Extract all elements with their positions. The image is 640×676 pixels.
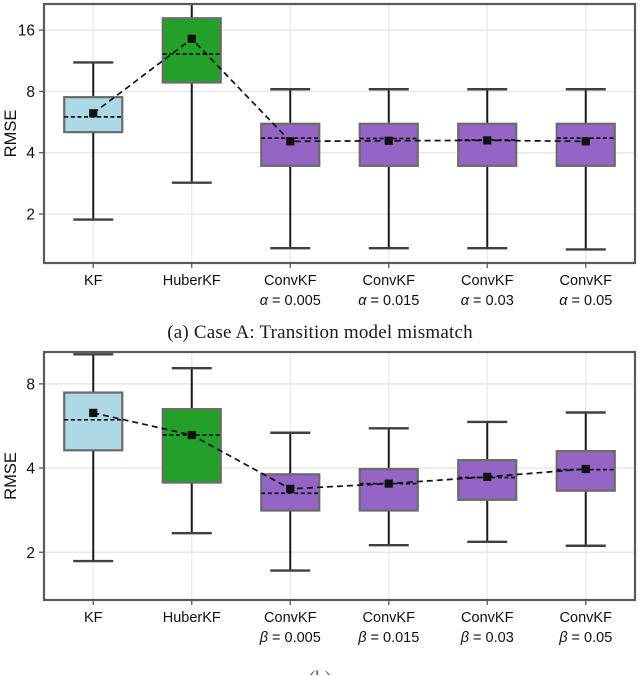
boxplot-box — [457, 420, 518, 543]
mean-marker — [286, 484, 295, 493]
mean-marker — [384, 479, 393, 488]
x-tick-param-label: α = 0.03 — [461, 293, 514, 309]
x-tick-param-label: α = 0.05 — [559, 293, 612, 309]
plot-frame — [42, 350, 637, 602]
x-tick-label: ConvKF — [461, 610, 514, 626]
x-tick-label: ConvKF — [560, 610, 613, 626]
mean-marker — [187, 430, 196, 440]
x-tick-label: ConvKF — [363, 610, 416, 626]
boxplot-box — [358, 88, 419, 250]
boxplot-box — [161, 4, 222, 184]
panel-b-caption-clipped: (b) — [0, 668, 640, 675]
boxplot-box — [63, 353, 124, 563]
boxplot-box — [457, 88, 518, 250]
box-iqr — [161, 17, 222, 84]
box-iqr — [358, 122, 419, 167]
x-tick-param-label: β = 0.015 — [357, 630, 419, 646]
y-axis-label: RMSE — [2, 452, 20, 500]
mean-marker — [89, 109, 98, 118]
y-tick-label: 2 — [26, 207, 35, 224]
y-tick-label: 16 — [18, 23, 35, 40]
mean-marker — [581, 137, 590, 146]
box-iqr — [457, 122, 518, 167]
box-iqr — [260, 122, 321, 167]
box-iqr — [63, 391, 124, 452]
mean-marker — [384, 136, 393, 145]
y-tick-label: 4 — [26, 145, 35, 162]
box-iqr — [457, 459, 518, 501]
y-tick-label: 8 — [26, 376, 35, 393]
y-tick-label: 4 — [26, 461, 35, 478]
mean-marker — [483, 472, 492, 481]
box-iqr — [358, 467, 419, 512]
x-tick-label: KF — [84, 610, 103, 626]
x-tick-param-label: β = 0.03 — [460, 630, 514, 646]
mean-marker — [187, 34, 196, 43]
mean-marker — [286, 137, 295, 146]
x-tick-param-label: β = 0.05 — [558, 630, 612, 646]
y-axis-label: RMSE — [2, 110, 20, 158]
mean-connector-line — [93, 412, 586, 490]
plot-frame — [42, 2, 637, 265]
x-tick-label: ConvKF — [560, 273, 613, 289]
x-tick-label: ConvKF — [264, 273, 317, 289]
panel-a-caption: (a) Case A: Transition model mismatch — [167, 322, 473, 343]
mean-connector-line — [92, 37, 586, 143]
x-tick-label: ConvKF — [363, 273, 416, 289]
x-tick-param-label: α = 0.015 — [358, 293, 419, 309]
mean-marker — [89, 408, 98, 417]
mean-marker — [581, 464, 590, 474]
x-tick-label: HuberKF — [163, 610, 221, 626]
x-tick-label: ConvKF — [264, 610, 317, 626]
box-iqr — [63, 96, 124, 134]
mean-marker — [483, 136, 492, 145]
x-tick-label: KF — [84, 273, 103, 289]
y-tick-label: 8 — [26, 84, 35, 101]
boxplot-box — [260, 88, 321, 250]
x-tick-label: HuberKF — [163, 273, 221, 289]
x-tick-label: ConvKF — [461, 273, 514, 289]
x-tick-param-label: α = 0.005 — [260, 293, 321, 309]
y-tick-label: 2 — [26, 545, 35, 562]
x-tick-param-label: β = 0.005 — [259, 630, 321, 646]
